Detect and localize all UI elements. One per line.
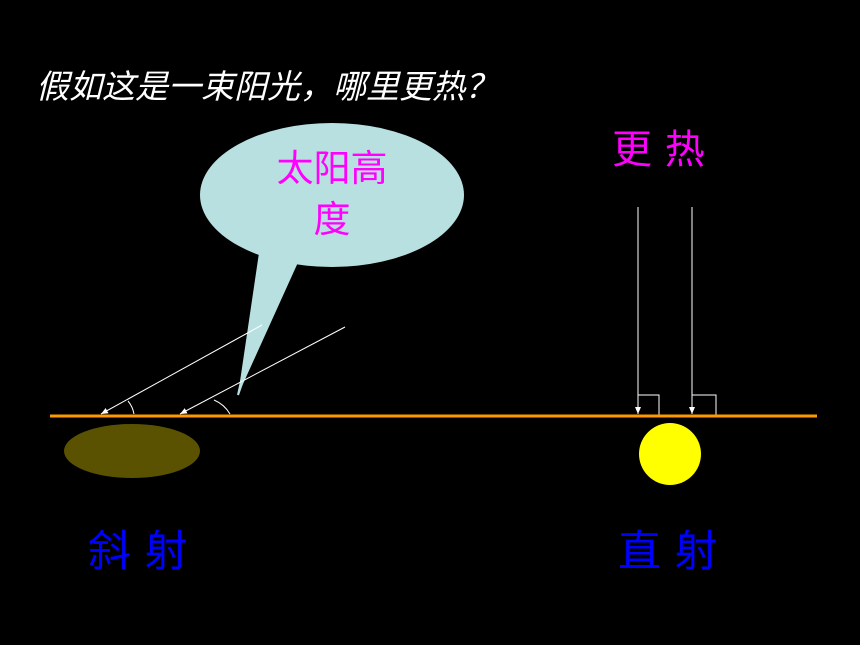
angle-arc-2 [213, 399, 231, 415]
direct-rays [635, 207, 717, 416]
oblique-rays [100, 324, 346, 415]
direct-label: 直 射 [618, 527, 718, 577]
bubble-text-line2: 度 [314, 198, 351, 241]
right-angle-mark-2 [692, 394, 717, 416]
bubble-text-line1: 太阳高 [277, 147, 388, 190]
oblique-ray-1 [100, 324, 263, 415]
hotter-label: 更 热 [612, 127, 705, 173]
right-angle-mark-1 [638, 394, 660, 416]
question-text: 假如这是一束阳光，哪里更热？ [36, 67, 498, 106]
oblique-label: 斜 射 [88, 527, 188, 577]
angle-arc-1 [127, 400, 135, 415]
oblique-light-spot [64, 424, 200, 478]
direct-light-spot [639, 423, 701, 485]
speech-bubble: 太阳高 度 [200, 123, 464, 396]
oblique-ray-2 [179, 326, 346, 415]
